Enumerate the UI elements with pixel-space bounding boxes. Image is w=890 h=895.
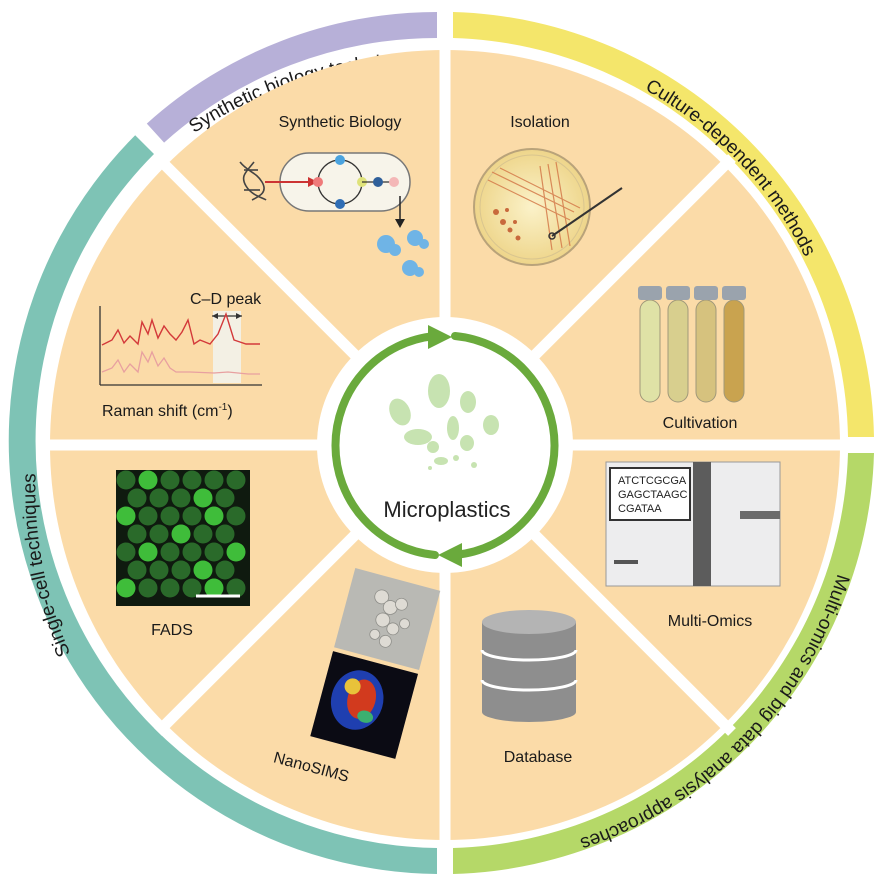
droplet <box>139 471 158 490</box>
droplet <box>216 525 235 544</box>
droplet <box>150 561 169 580</box>
fads-droplet-image <box>116 470 250 606</box>
droplet <box>172 489 191 508</box>
database-icon <box>482 610 576 722</box>
droplet <box>117 507 136 526</box>
droplet <box>227 507 246 526</box>
center-label: Microplastics <box>383 497 510 522</box>
test-tube <box>668 300 688 402</box>
droplet <box>205 543 224 562</box>
label-cd-peak: C–D peak <box>190 291 262 308</box>
droplet <box>128 525 147 544</box>
droplet <box>117 471 136 490</box>
droplet <box>150 525 169 544</box>
droplet <box>161 471 180 490</box>
droplet <box>205 471 224 490</box>
droplet <box>117 579 136 598</box>
sequence-line-3: CGATAA <box>618 503 662 515</box>
label-cultivation: Cultivation <box>663 415 738 432</box>
droplet <box>161 507 180 526</box>
droplet <box>128 561 147 580</box>
sequencer-icon: ATCTCGCGA GAGCTAAGC CGATAA <box>606 462 780 586</box>
droplet <box>172 561 191 580</box>
test-tube-cap <box>666 286 690 300</box>
test-tube-cap <box>722 286 746 300</box>
test-tube <box>640 300 660 402</box>
center-circle <box>317 317 573 573</box>
droplet <box>194 489 213 508</box>
test-tube-cap <box>694 286 718 300</box>
test-tube-cap <box>638 286 662 300</box>
sequence-line-1: ATCTCGCGA <box>618 475 687 487</box>
label-synthetic-biology: Synthetic Biology <box>279 114 402 131</box>
droplet <box>139 543 158 562</box>
label-raman-shift: Raman shift (cm-1) <box>102 402 233 420</box>
droplet <box>139 507 158 526</box>
droplet <box>183 471 202 490</box>
droplet <box>216 561 235 580</box>
droplet <box>194 561 213 580</box>
label-isolation: Isolation <box>510 114 570 131</box>
droplet-grid <box>117 471 246 598</box>
label-database: Database <box>504 749 573 766</box>
test-tube <box>696 300 716 402</box>
test-tube <box>724 300 744 402</box>
droplet <box>194 525 213 544</box>
droplet <box>216 489 235 508</box>
droplet <box>172 525 191 544</box>
label-multi-omics: Multi-Omics <box>668 613 752 630</box>
droplet <box>205 507 224 526</box>
droplet <box>183 543 202 562</box>
droplet <box>117 543 136 562</box>
droplet <box>183 507 202 526</box>
droplet <box>150 489 169 508</box>
droplet <box>161 579 180 598</box>
sequence-line-2: GAGCTAAGC <box>618 489 688 501</box>
droplet <box>227 543 246 562</box>
droplet <box>139 579 158 598</box>
label-fads: FADS <box>151 622 193 639</box>
droplet <box>161 543 180 562</box>
droplet <box>128 489 147 508</box>
droplet <box>227 471 246 490</box>
